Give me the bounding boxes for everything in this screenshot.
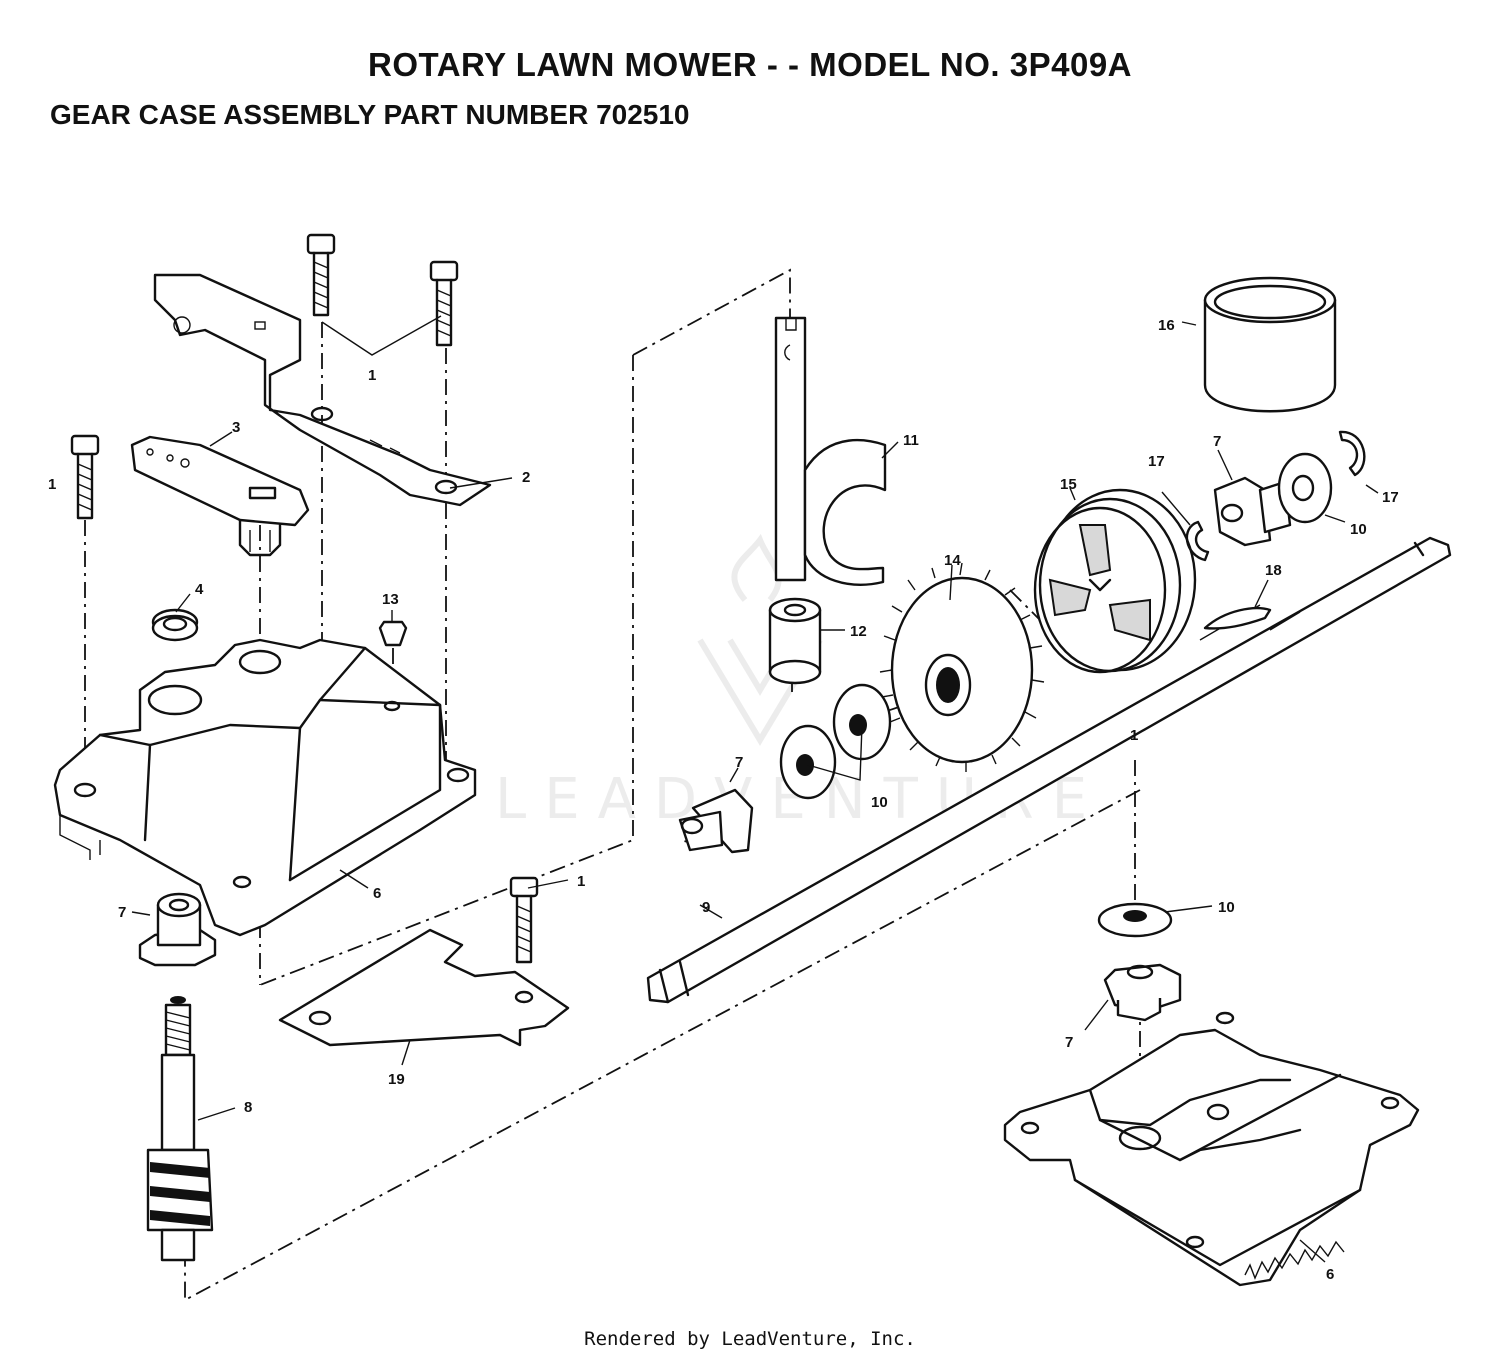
bushing-part-7-left	[138, 892, 217, 967]
callout-labels: 1 1 1 1 2 3 4 6 6 7 7 7 7 8 9 10 10 10 1…	[48, 317, 1399, 1283]
callout-14: 14	[944, 552, 961, 569]
callout-16: 16	[1158, 317, 1175, 334]
callout-13: 13	[382, 591, 399, 608]
retaining-ring-part-17-a	[1185, 520, 1210, 562]
callout-1: 1	[1130, 727, 1138, 744]
clutch-cup-part-15	[1033, 488, 1197, 674]
bolt-part-1-bottom	[509, 876, 539, 964]
bushing-part-7-bottom	[1103, 963, 1182, 1022]
gear-case-upper-part-6	[53, 638, 477, 937]
worm-shaft-part-8	[146, 996, 214, 1262]
bolt-part-1-top-right	[429, 260, 459, 347]
spacer-part-12	[768, 597, 822, 685]
washer-part-10-c	[1277, 452, 1333, 524]
washer-part-10-a	[779, 724, 837, 800]
callout-2: 2	[522, 469, 530, 486]
plate-part-19	[278, 928, 570, 1047]
callout-3: 3	[232, 419, 240, 436]
washer-part-10-d	[1097, 902, 1173, 938]
lever-part-3	[130, 435, 310, 557]
callout-7: 7	[1065, 1034, 1073, 1051]
bracket-part-2	[153, 273, 492, 507]
diagram-subtitle: GEAR CASE ASSEMBLY PART NUMBER 702510	[50, 99, 690, 130]
callout-1: 1	[577, 873, 585, 890]
callout-4: 4	[195, 581, 204, 598]
callout-19: 19	[388, 1071, 405, 1088]
callout-9: 9	[702, 899, 710, 916]
diagram-title: ROTARY LAWN MOWER - - MODEL NO. 3P409A	[368, 46, 1132, 83]
footer-credit: Rendered by LeadVenture, Inc.	[584, 1328, 916, 1350]
bolt-part-1-top-left	[306, 233, 336, 317]
gear-case-lower-part-6	[1003, 1011, 1420, 1287]
callout-7: 7	[118, 904, 126, 921]
callout-6: 6	[373, 885, 381, 902]
washer-part-10-b	[832, 683, 892, 761]
callout-15: 15	[1060, 476, 1077, 493]
bushing-part-7-center	[678, 788, 754, 854]
callout-10: 10	[871, 794, 888, 811]
callout-12: 12	[850, 623, 867, 640]
callout-10: 10	[1218, 899, 1235, 916]
plug-part-13	[378, 620, 408, 647]
callout-6: 6	[1326, 1266, 1334, 1283]
callout-17: 17	[1148, 453, 1165, 470]
callout-7: 7	[1213, 433, 1221, 450]
seal-part-4	[151, 608, 199, 642]
callout-18: 18	[1265, 562, 1282, 579]
callout-1: 1	[48, 476, 56, 493]
key-part-18	[1203, 606, 1272, 630]
callout-11: 11	[903, 432, 919, 449]
leader-lines	[131, 315, 1379, 1263]
callout-17: 17	[1382, 489, 1399, 506]
retaining-ring-part-17-b	[1338, 430, 1366, 477]
drive-cup-part-16	[1203, 276, 1337, 413]
shift-fork-part-11	[774, 316, 887, 586]
gear-part-14	[879, 562, 1045, 772]
callout-1: 1	[368, 367, 376, 384]
axle-part-9	[646, 536, 1452, 1004]
callout-10: 10	[1350, 521, 1367, 538]
bolt-part-1-left	[70, 434, 100, 520]
callout-8: 8	[244, 1099, 252, 1116]
callout-7: 7	[735, 754, 743, 771]
